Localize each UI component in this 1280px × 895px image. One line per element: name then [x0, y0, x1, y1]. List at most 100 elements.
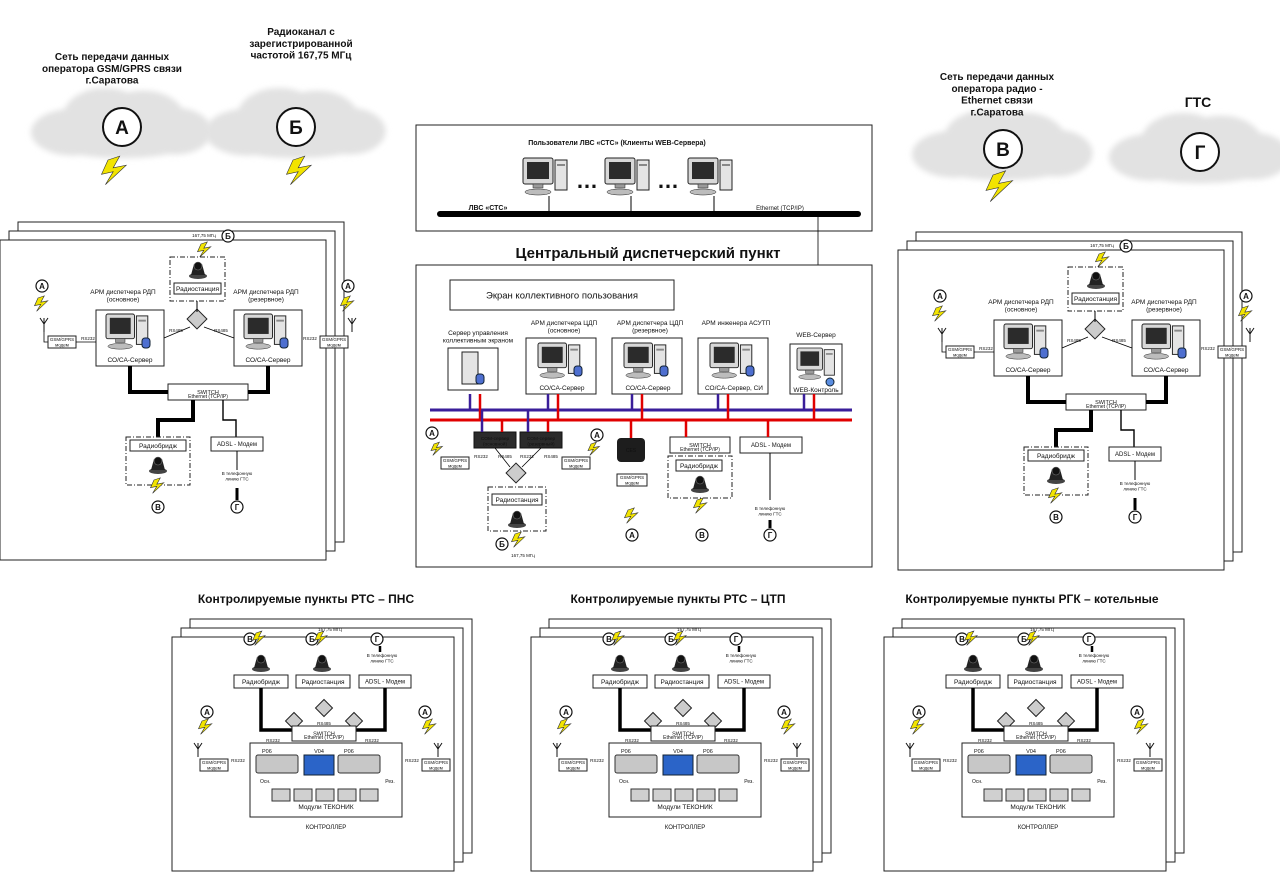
rs485-label: RS485 — [676, 721, 690, 726]
osn-label: Осн. — [619, 779, 630, 785]
dome — [1051, 466, 1061, 476]
database-icon — [573, 365, 583, 377]
gsm-modem-box — [1217, 345, 1247, 359]
kp-radiobridge-box-label: Радиобридж — [242, 678, 281, 686]
rs485-converter — [186, 308, 208, 330]
arm-caption: СО/СА-Сервер — [540, 385, 585, 392]
tekonik-module — [337, 788, 357, 802]
node-letter: В — [959, 635, 965, 644]
freq-label: 167,75 МГц — [192, 233, 216, 238]
lan-client-3 — [687, 157, 733, 196]
central-arm-label: АРМ инженера АСУТП — [702, 320, 771, 327]
screen — [109, 317, 131, 334]
gsm-modem-box — [1133, 758, 1163, 772]
dome — [695, 475, 705, 485]
arm-main-computer — [105, 313, 149, 350]
osn-label: Осн. — [972, 779, 983, 785]
connector-line — [203, 326, 235, 339]
v04-label: V04 — [673, 749, 683, 755]
stand — [547, 367, 558, 372]
drive-bay — [557, 164, 565, 166]
node-letter: А — [629, 531, 635, 540]
rs232-label: RS232 — [405, 758, 419, 763]
v04-panel — [662, 754, 694, 776]
panel-sheet — [0, 239, 327, 561]
rs232-label: RS232 — [1117, 758, 1131, 763]
rs232-label: RS232 — [365, 738, 379, 743]
freq-label: 167,75 МГц — [1030, 627, 1054, 632]
adsl-box-label: ADSL - Модем — [217, 442, 257, 448]
database-icon — [745, 365, 755, 377]
antenna-icon — [347, 317, 357, 332]
gsm-modem-box — [780, 758, 810, 772]
keyboard — [539, 372, 565, 379]
cloud-node — [276, 107, 316, 147]
rs485-converter — [1084, 318, 1106, 340]
node-g — [1082, 632, 1096, 646]
cloud-node — [983, 129, 1023, 169]
node-letter: Г — [1133, 513, 1138, 522]
screen — [1145, 327, 1167, 344]
node-b — [1119, 239, 1133, 253]
node-letter: Г — [375, 635, 380, 644]
central-radiobridge-box — [675, 459, 723, 472]
arm-main-label: АРМ диспетчера РДП(основное) — [90, 289, 156, 304]
keyboard — [1143, 353, 1169, 360]
dome — [153, 456, 163, 466]
lightning-icon — [421, 718, 437, 735]
screen — [1007, 327, 1029, 344]
tekonik-module — [696, 788, 716, 802]
lightning-icon — [587, 441, 601, 456]
rs232-label: RS232 — [625, 738, 639, 743]
kp-radiobridge-icon — [611, 654, 629, 672]
lightning-icon — [339, 295, 355, 312]
rs485-converter — [344, 711, 364, 731]
com-server-label: COM-сервер(основной) — [481, 436, 510, 448]
kp-radiostation-box-label: Радиостанция — [1013, 679, 1056, 686]
central-switch-box — [669, 436, 731, 454]
radio-station-box-label: Радиостанция — [176, 286, 219, 293]
rez-label: Рез. — [385, 779, 394, 785]
node-v — [695, 528, 709, 542]
central-arm-computer — [623, 342, 667, 379]
drive-bay — [742, 348, 750, 351]
ellipsis: … — [576, 168, 598, 193]
connector-line — [356, 688, 387, 732]
central-radiobridge-icon — [691, 475, 709, 493]
p06-label: P06 — [974, 749, 984, 755]
node-letter: В — [996, 140, 1010, 161]
dome — [317, 654, 327, 664]
p06-label: P06 — [703, 749, 713, 755]
node-a — [418, 705, 432, 719]
central-title: Центральный диспетчерский пункт — [515, 245, 780, 262]
connector-line — [1054, 410, 1093, 447]
central-adsl-box — [739, 436, 803, 454]
gsm-modem-box — [421, 758, 451, 772]
server-caption: СО/СА-Сервер — [108, 357, 153, 364]
rs232-label: RS232 — [724, 738, 738, 743]
node-a — [912, 705, 926, 719]
plc-module — [337, 754, 381, 774]
node-b — [495, 537, 509, 551]
radiobridge-box — [1027, 449, 1085, 462]
node-letter: А — [563, 708, 569, 717]
kp-radiostation-icon — [672, 654, 690, 672]
kp-title: Контролируемые пункты РГК – котельные — [905, 592, 1159, 606]
node-letter: Г — [1087, 635, 1092, 644]
central-arm-computer — [709, 342, 753, 379]
lightning-icon — [285, 155, 313, 185]
node-letter: А — [781, 708, 787, 717]
lightning-icon — [673, 630, 688, 646]
radio-station-box — [1071, 292, 1120, 305]
globe-icon — [825, 377, 835, 387]
connector-line — [521, 447, 542, 468]
kp-radiostation-box — [295, 674, 351, 689]
